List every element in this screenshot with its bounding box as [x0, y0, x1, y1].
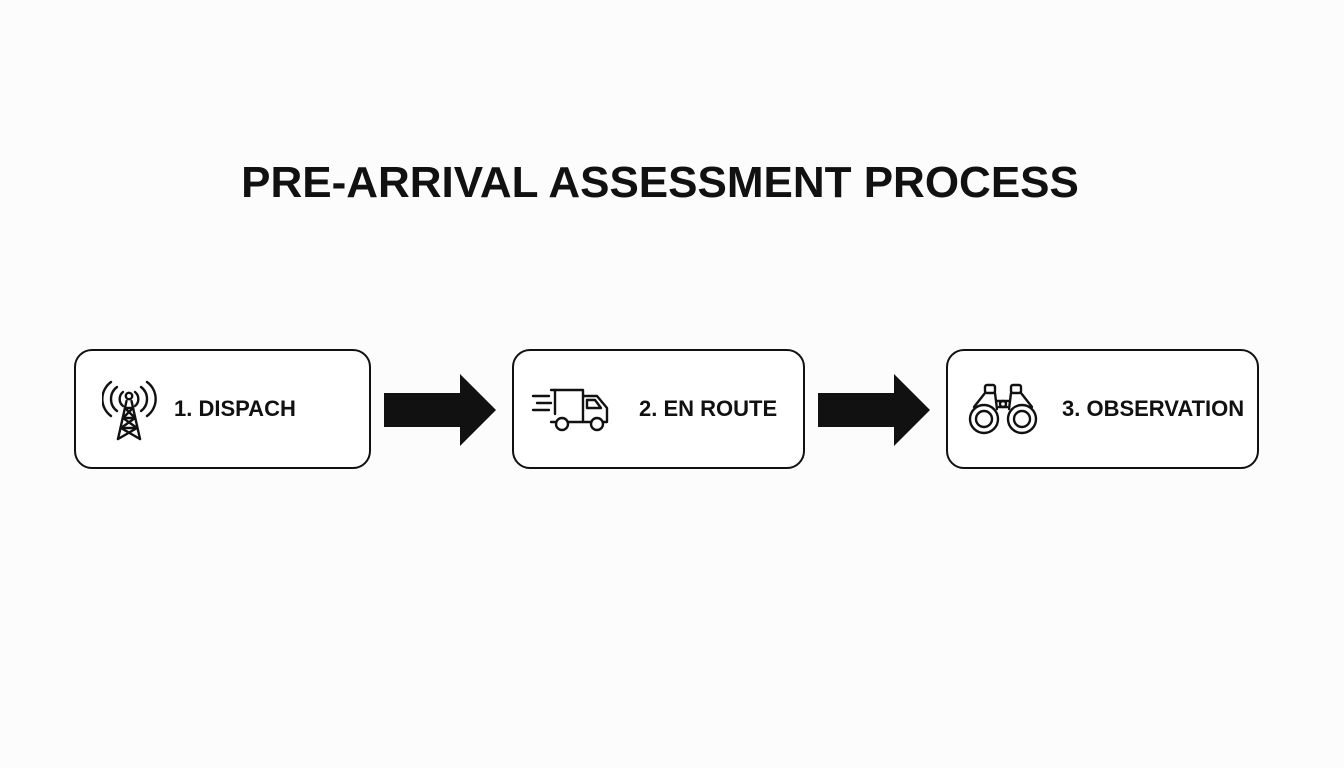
step-label-en-route: 2. EN ROUTE — [639, 396, 778, 421]
step-en-route: 2. EN ROUTE — [512, 349, 805, 469]
step-label-dispatch: 1. DISPACH — [174, 396, 296, 421]
step-label-observation: 3. OBSERVATION — [1062, 396, 1245, 421]
binoculars-icon — [968, 383, 1038, 435]
diagram-title: PRE-ARRIVAL ASSESSMENT PROCESS — [241, 158, 1079, 207]
radio-tower-icon — [102, 380, 157, 441]
arrow-right-icon — [818, 374, 930, 446]
arrow-right-icon — [384, 374, 496, 446]
step-dispatch: 1. DISPACH — [74, 349, 371, 469]
step-observation: 3. OBSERVATION — [946, 349, 1259, 469]
delivery-truck-icon — [531, 388, 609, 432]
